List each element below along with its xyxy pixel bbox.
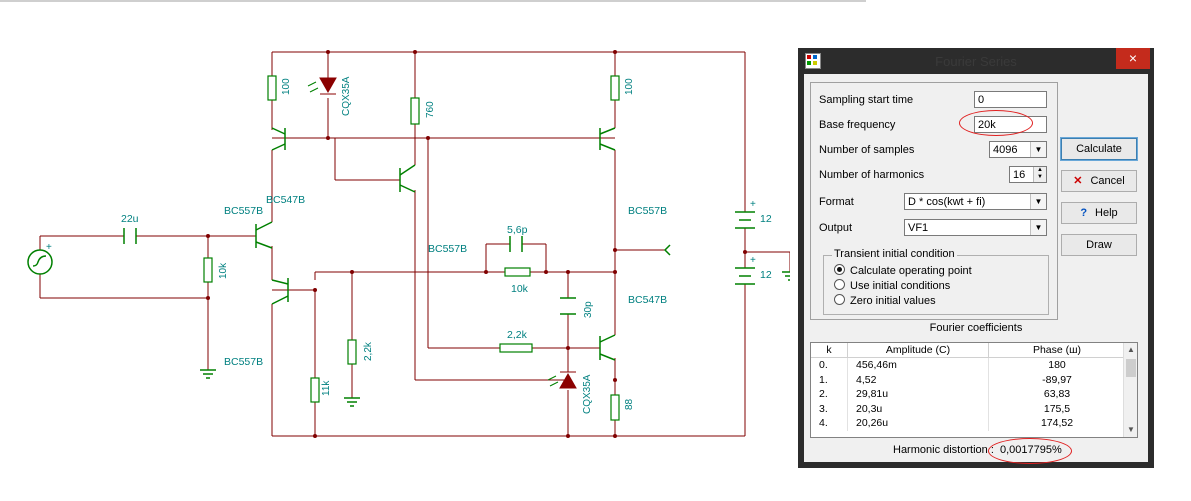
scroll-down-icon[interactable]: ▼: [1127, 425, 1135, 434]
output-label: Output: [819, 222, 853, 234]
bc547b-q2-label: BC547B: [266, 194, 305, 206]
r100-right-label: 100: [624, 78, 635, 95]
close-button[interactable]: ×: [1116, 48, 1150, 69]
r760-label: 760: [425, 101, 436, 118]
num-harmonics-label: Number of harmonics: [819, 169, 925, 181]
radio-calculate-operating-point[interactable]: Calculate operating point: [834, 264, 972, 277]
fourier-coefficients-title: Fourier coefficients: [929, 322, 1023, 334]
radio-icon: [834, 279, 845, 290]
transient-group-title: Transient initial condition: [832, 248, 957, 260]
radio-use-initial-conditions[interactable]: Use initial conditions: [834, 279, 950, 292]
diode-top-label: CQX35A: [341, 76, 352, 116]
distortion-highlight: [988, 438, 1072, 464]
dialog-titlebar[interactable]: Fourier Series ×: [798, 48, 1154, 74]
num-samples-label: Number of samples: [819, 144, 915, 156]
svg-text:+: +: [750, 199, 756, 210]
bc557b-right-top-label: BC557B: [628, 205, 667, 217]
table-scrollbar[interactable]: ▲ ▼: [1123, 343, 1137, 437]
table-row[interactable]: 1.4,52-89,97: [811, 372, 1126, 387]
battery-bottom-label: 12: [760, 269, 772, 281]
spin-arrows-icon[interactable]: ▲▼: [1033, 167, 1046, 182]
base-frequency-label: Base frequency: [819, 119, 896, 131]
format-select[interactable]: D * cos(kwt + fi) ▼: [904, 193, 1047, 210]
scroll-thumb[interactable]: [1126, 359, 1136, 377]
help-button[interactable]: ?Help: [1061, 202, 1137, 224]
num-samples-value: 4096: [993, 144, 1018, 156]
num-harmonics-stepper[interactable]: 16 ▲▼: [1009, 166, 1047, 183]
r2k2-v-label: 2,2k: [363, 341, 374, 361]
c30p-label: 30p: [583, 301, 594, 318]
r11k-label: 11k: [321, 380, 332, 396]
settings-panel: Sampling start time 0 Base frequency 20k…: [810, 82, 1058, 320]
app-icon: [805, 53, 821, 69]
output-value: VF1: [908, 222, 929, 234]
calculate-button[interactable]: Calculate: [1060, 137, 1138, 161]
output-select[interactable]: VF1 ▼: [904, 219, 1047, 236]
diode-bottom-label: CQX35A: [582, 374, 593, 414]
bc557b-q1-label: BC557B: [224, 205, 263, 217]
cancel-button[interactable]: ✕Cancel: [1061, 170, 1137, 192]
r100-left-label: 100: [281, 78, 292, 95]
r10k-in-label: 10k: [218, 262, 229, 279]
dialog-client: Sampling start time 0 Base frequency 20k…: [804, 74, 1148, 464]
sampling-start-input[interactable]: 0: [974, 91, 1047, 108]
harmonic-distortion-label: Harmonic distortion :: [893, 444, 994, 456]
help-question-icon: ?: [1080, 207, 1088, 219]
col-header-k: k: [811, 343, 848, 358]
format-label: Format: [819, 196, 854, 208]
chevron-down-icon[interactable]: ▼: [1030, 220, 1046, 235]
transient-condition-group: Transient initial condition Calculate op…: [823, 248, 1049, 315]
radio-icon: [834, 294, 845, 305]
num-harmonics-value: 16: [1013, 169, 1026, 181]
bc557b-bottom-label: BC557B: [224, 356, 263, 368]
sampling-start-label: Sampling start time: [819, 94, 914, 106]
c5p6-label: 5,6p: [507, 224, 528, 236]
fourier-series-dialog: Fourier Series × Sampling start time 0 B…: [798, 48, 1154, 468]
col-header-phase: Phase (ш): [988, 343, 1126, 358]
base-frequency-highlight: [959, 110, 1033, 136]
circuit-schematic: 100 CQX35A 760 100 BC557B BC547B BC557B …: [27, 50, 790, 438]
battery-top-label: 12: [760, 213, 772, 225]
svg-text:+: +: [46, 242, 52, 253]
r88-label: 88: [624, 398, 635, 410]
radio-selected-icon: [834, 264, 845, 275]
top-divider: [0, 0, 866, 2]
chevron-down-icon[interactable]: ▼: [1030, 194, 1046, 209]
num-samples-select[interactable]: 4096 ▼: [989, 141, 1047, 158]
chevron-down-icon[interactable]: ▼: [1030, 142, 1046, 157]
r10k-fb-label: 10k: [511, 283, 529, 295]
bc557b-mid-label: BC557B: [428, 243, 467, 255]
cancel-x-icon: ✕: [1073, 175, 1083, 187]
col-header-amplitude: Amplitude (C): [847, 343, 989, 358]
svg-text:+: +: [750, 255, 756, 266]
dialog-title: Fourier Series: [935, 54, 1017, 69]
radio-zero-initial-values[interactable]: Zero initial values: [834, 294, 936, 307]
scroll-up-icon[interactable]: ▲: [1127, 345, 1135, 354]
r2k2-h-label: 2,2k: [507, 329, 528, 341]
bc547b-right-label: BC547B: [628, 294, 667, 306]
c22u-label: 22u: [121, 213, 139, 225]
draw-button[interactable]: Draw: [1061, 234, 1137, 256]
format-value: D * cos(kwt + fi): [908, 196, 986, 208]
